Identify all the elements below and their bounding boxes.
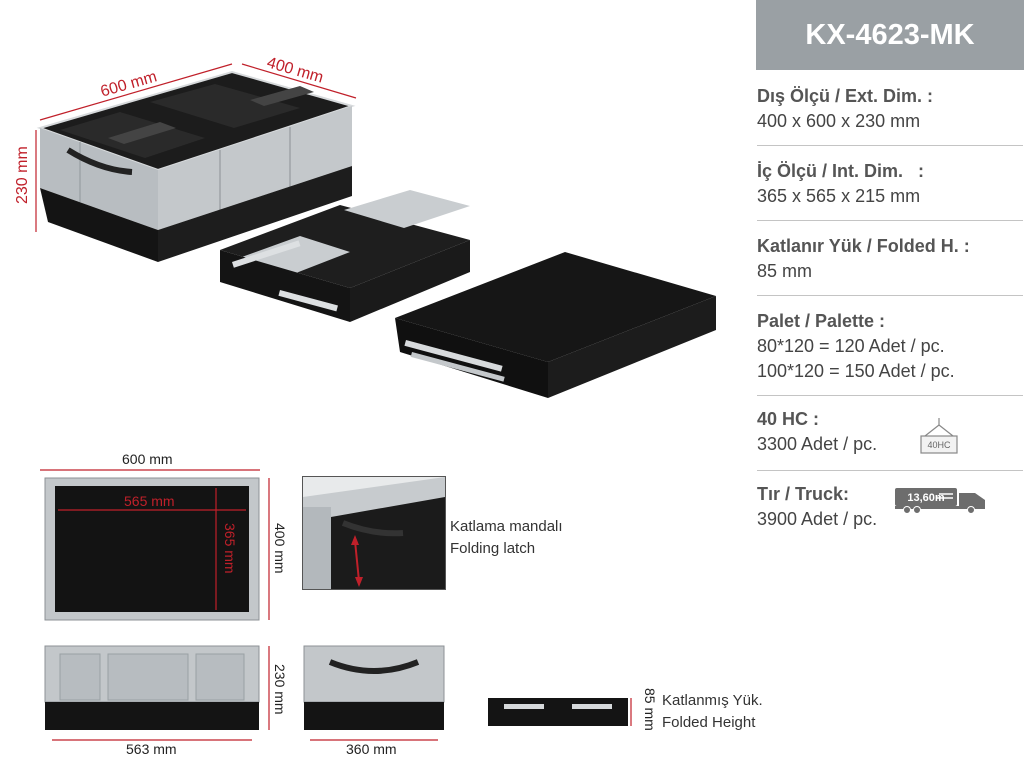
isometric-renders [35, 63, 716, 398]
spec-label: Dış Ölçü / Ext. Dim. : [757, 86, 934, 106]
folded-view-drawing [488, 698, 632, 726]
top-outer-width: 400 mm [272, 523, 288, 574]
spec-value: 100*120 = 150 Adet / pc. [757, 361, 955, 381]
container-icon-label: 40HC [927, 440, 951, 450]
folded-height-label: 85 mm [642, 688, 658, 731]
divider [757, 145, 1023, 146]
product-code: KX-4623-MK [805, 18, 975, 51]
side-height-label: 230 mm [272, 664, 288, 715]
latch-detail-image [302, 476, 446, 590]
spec-truck: Tır / Truck: 3900 Adet / pc. [757, 482, 1023, 532]
folded-caption-en: Folded Height [662, 714, 756, 731]
container-icon: 40HC [918, 416, 960, 456]
side-view-drawing [44, 645, 270, 741]
spec-label: Palet / Palette : [757, 311, 886, 331]
spec-label: Katlanır Yük / Folded H. : [757, 236, 970, 256]
divider [757, 470, 1023, 471]
top-inner-length: 565 mm [124, 493, 175, 509]
folded-caption-tr: Katlanmış Yük. [662, 692, 763, 709]
spec-label: İç Ölçü / Int. Dim. : [757, 161, 925, 181]
end-width-label: 360 mm [346, 741, 397, 757]
spec-label: 40 HC : [757, 409, 820, 429]
latch-label-en: Folding latch [450, 540, 536, 557]
half-folded-crate-render [220, 190, 470, 322]
latch-label: Katlama mandalı Folding latch [450, 516, 563, 560]
folded-crate-render [395, 252, 716, 398]
folded-caption: Katlanmış Yük. Folded Height [662, 690, 763, 734]
spec-value: 365 x 565 x 215 mm [757, 186, 921, 206]
open-crate-render [36, 70, 356, 262]
spec-palette: Palet / Palette : 80*120 = 120 Adet / pc… [757, 309, 1023, 384]
spec-label: Tır / Truck: [757, 484, 850, 504]
product-code-header: KX-4623-MK [756, 0, 1024, 70]
iso-height-label: 230 mm [14, 146, 31, 204]
spec-value: 3900 Adet / pc. [757, 509, 878, 529]
side-length-label: 563 mm [126, 741, 177, 757]
spec-ext-dim: Dış Ölçü / Ext. Dim. : 400 x 600 x 230 m… [757, 84, 1023, 134]
spec-value: 80*120 = 120 Adet / pc. [757, 336, 945, 356]
top-inner-width: 365 mm [222, 523, 238, 574]
truck-icon-label: 13,60m [907, 492, 945, 504]
spec-value: 3300 Adet / pc. [757, 434, 878, 454]
spec-value: 85 mm [757, 261, 813, 281]
end-view-drawing [303, 645, 445, 741]
top-view-drawing [40, 469, 270, 621]
spec-value: 400 x 600 x 230 mm [757, 111, 921, 131]
spec-int-dim: İç Ölçü / Int. Dim. : 365 x 565 x 215 mm [757, 159, 1023, 209]
top-outer-length: 600 mm [122, 451, 173, 467]
divider [757, 295, 1023, 296]
divider [757, 395, 1023, 396]
latch-label-tr: Katlama mandalı [450, 518, 563, 535]
divider [757, 220, 1023, 221]
spec-folded-height: Katlanır Yük / Folded H. : 85 mm [757, 234, 1023, 284]
truck-icon: 13,60m [893, 486, 989, 514]
spec-40hc: 40 HC : 3300 Adet / pc. [757, 407, 1023, 457]
